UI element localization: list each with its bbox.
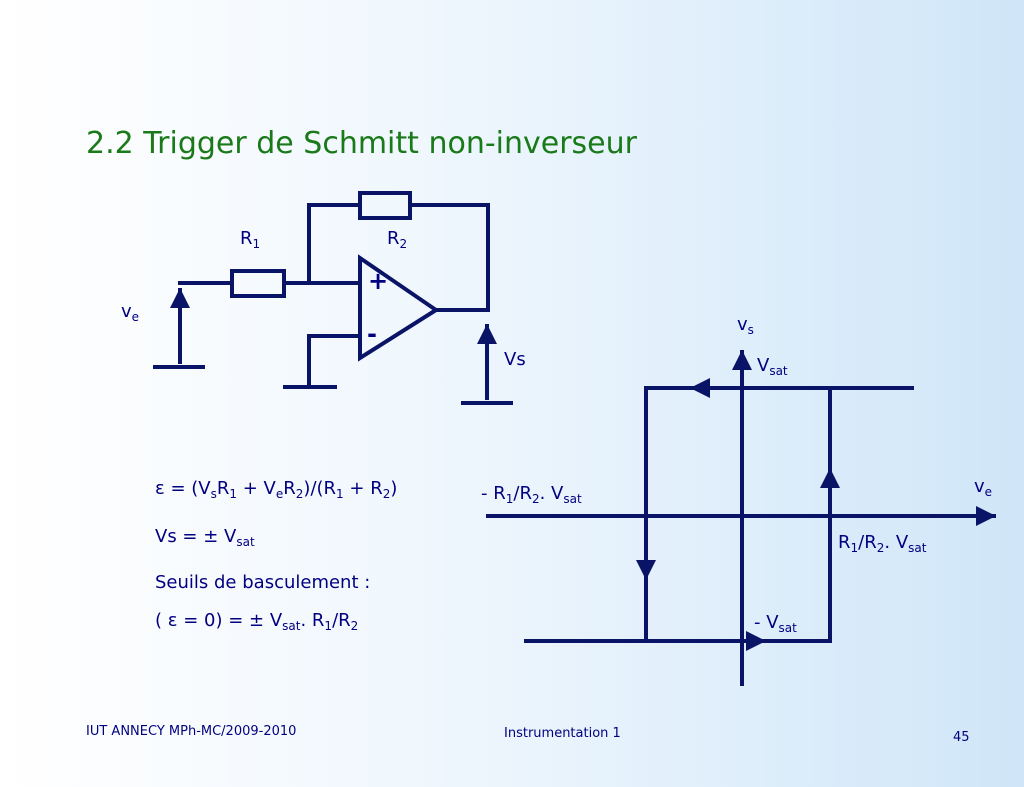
footer-center: Instrumentation 1: [504, 726, 621, 741]
vs-output-label: Vs: [504, 349, 526, 370]
ve-axis-label: ve: [974, 476, 993, 499]
circuit: [153, 191, 513, 405]
equation-thresholds: ( ε = 0) = ± Vsat. R1/R2: [155, 610, 359, 633]
vs-axis-label: vs: [737, 314, 754, 337]
negative-threshold-label: - R1/R2. Vsat: [481, 483, 582, 506]
equation-epsilon: ε = (VsR1 + VeR2)/(R1 + R2): [155, 478, 398, 501]
footer-left: IUT ANNECY MPh-MC/2009-2010: [86, 724, 297, 739]
page-title: 2.2 Trigger de Schmitt non-inverseur: [86, 126, 637, 161]
positive-threshold-label: R1/R2. Vsat: [838, 532, 927, 555]
vsat-label: Vsat: [757, 355, 788, 378]
equation-thresholds-heading: Seuils de basculement :: [155, 572, 371, 593]
r1-label: R1: [240, 228, 261, 251]
neg-vsat-label: - Vsat: [754, 612, 797, 635]
resistor-r1: [230, 269, 286, 298]
op-amp-plus-sign: +: [368, 267, 389, 295]
page-number: 45: [953, 730, 970, 745]
equation-vs: Vs = ± Vsat: [155, 526, 255, 549]
resistor-r2: [358, 191, 412, 220]
r2-label: R2: [387, 228, 408, 251]
hysteresis-graph: [486, 350, 996, 686]
ve-input-label: ve: [121, 301, 140, 324]
op-amp: [358, 254, 440, 362]
op-amp-minus-sign: -: [367, 320, 377, 348]
